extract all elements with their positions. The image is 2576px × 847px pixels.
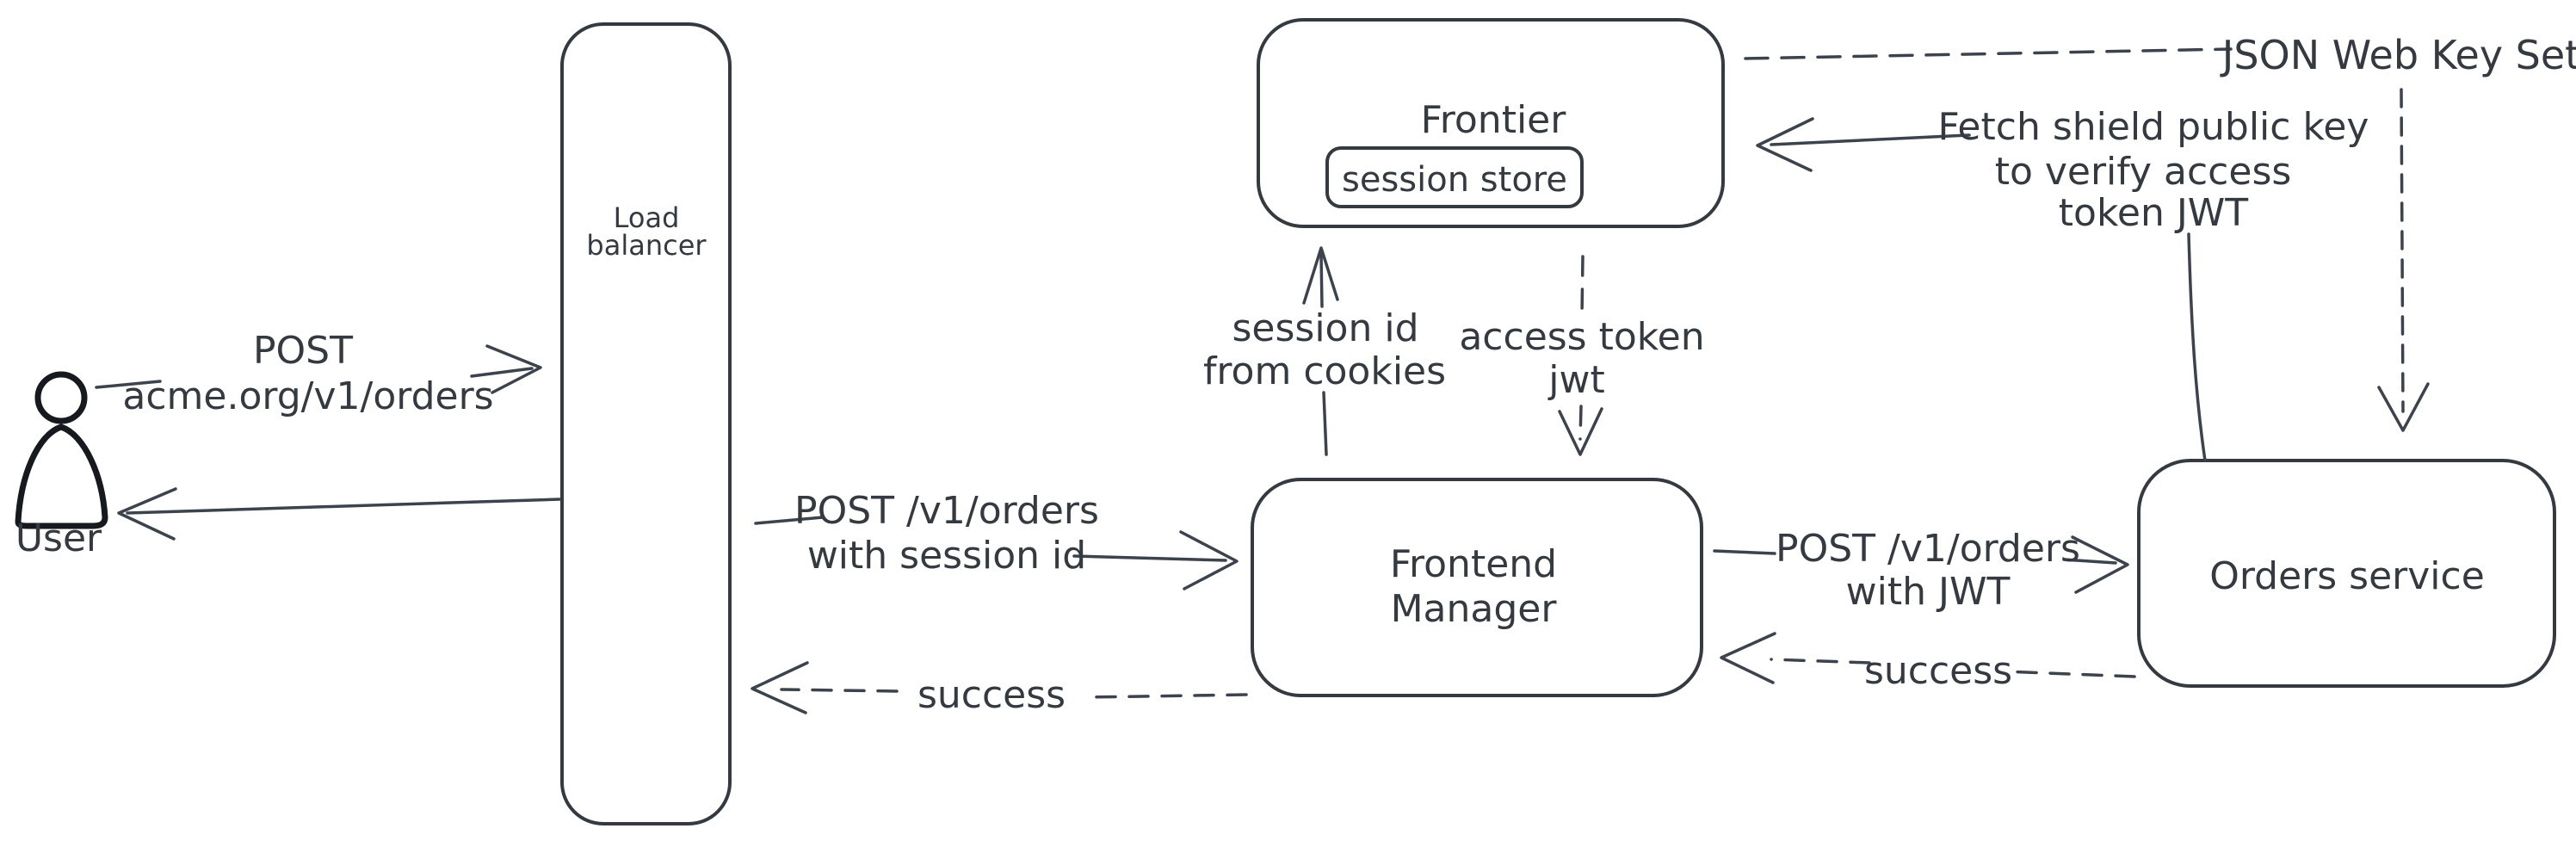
edge-frontier-to-fm-label-line2: jwt — [1547, 358, 1604, 402]
edge-orders-to-frontier-label-line2: to verify access — [1995, 150, 2292, 194]
orders-service-label: Orders service — [2209, 554, 2485, 598]
edge-fm-to-lb-dash-right — [1084, 693, 1248, 699]
edge-fm-to-orders-label-line1: POST /v1/orders — [1776, 527, 2080, 571]
orders-service-box[interactable] — [2137, 459, 2556, 688]
node-frontend-manager[interactable]: Frontend Manager — [1251, 478, 1703, 697]
edge-frontier-to-frontend-manager[interactable]: access token jwt — [1459, 255, 1705, 456]
edge-frontend-manager-to-frontier[interactable]: session id from cookies — [1203, 246, 1446, 456]
frontend-manager-box[interactable] — [1251, 478, 1703, 697]
edge-orders-to-fm-dash-left — [1770, 658, 1871, 665]
node-frontier[interactable]: Frontier session store — [1257, 18, 1725, 228]
user-actor[interactable]: User — [15, 371, 108, 560]
edge-fm-to-frontier-upper-line — [1319, 253, 1324, 308]
edge-fm-to-orders-line — [2062, 558, 2117, 565]
edge-user-to-load-balancer[interactable]: POST acme.org/v1/orders — [95, 329, 542, 418]
user-body-icon — [15, 424, 108, 529]
edge-fm-to-lb-success-label: success — [917, 673, 1066, 717]
edge-fm-to-frontier-arrowhead-icon — [1302, 246, 1339, 305]
edge-fm-to-lb-arrowhead-icon — [751, 661, 809, 714]
edge-fm-to-orders-arrowhead-icon — [2071, 535, 2129, 594]
edge-frontier-to-jwks[interactable]: JSON Web Key Set — [1744, 32, 2576, 78]
edge-lb-to-user-line — [126, 498, 561, 515]
edge-frontend-manager-to-load-balancer-success[interactable]: success — [751, 661, 1248, 717]
edge-orders-to-frontier-curve — [2187, 232, 2207, 462]
edge-jwks-to-orders-arrowhead-icon — [2377, 382, 2430, 432]
session-store-box[interactable] — [1325, 146, 1584, 208]
edge-fm-to-frontier-lower-line — [1322, 391, 1328, 456]
frontend-manager-label-line2: Manager — [1391, 587, 1558, 631]
edge-frontier-to-fm-arrowhead-icon — [1558, 407, 1603, 456]
frontend-manager-label-line1: Frontend — [1390, 542, 1557, 586]
edge-jwks-to-orders-dash — [2400, 88, 2405, 413]
edge-jwks-to-orders-service[interactable] — [2377, 88, 2430, 432]
edge-orders-to-fm-dash-right — [2004, 670, 2136, 678]
edge-orders-to-fm-arrowhead-icon — [1720, 632, 1776, 684]
edge-fm-to-frontier-label-line2: from cookies — [1203, 349, 1446, 393]
edge-lb-to-fm-line — [1072, 554, 1227, 562]
frontier-label: Frontier — [1421, 98, 1567, 142]
edge-lb-to-fm-tail — [754, 516, 825, 525]
edge-orders-to-frontier-label-line3: token JWT — [2059, 191, 2249, 235]
edge-user-to-lb-arrowhead-icon — [485, 344, 542, 394]
edge-fm-to-lb-dash-left — [780, 688, 899, 693]
user-head-icon — [34, 371, 88, 424]
session-store-label: session store — [1342, 160, 1567, 200]
edge-frontier-to-fm-label-line1: access token — [1459, 315, 1704, 359]
load-balancer-box[interactable] — [560, 22, 732, 825]
edge-lb-to-user-arrowhead-icon — [117, 487, 177, 541]
edge-orders-to-frontier-arrowhead-icon — [1756, 117, 1814, 172]
user-label: User — [15, 516, 102, 560]
load-balancer-label-line1: Load — [614, 201, 680, 234]
edge-frontier-to-jwks-dash — [1744, 47, 2233, 60]
edge-orders-to-fm-success-label: success — [1864, 649, 2012, 693]
load-balancer-label-line2: balancer — [586, 229, 707, 262]
jwks-label: JSON Web Key Set — [2220, 32, 2576, 78]
edge-fm-to-frontier-label-line1: session id — [1232, 306, 1418, 350]
edge-orders-to-frontier-line — [1770, 133, 1971, 146]
edge-load-balancer-to-frontend-manager[interactable]: POST /v1/orders with session id — [754, 489, 1239, 590]
edge-load-balancer-to-user[interactable] — [117, 487, 561, 541]
edge-orders-to-frontier-label-line1: Fetch shield public key — [1938, 105, 2369, 149]
edge-user-to-lb-tail — [95, 380, 162, 389]
edge-frontend-manager-to-orders-service[interactable]: POST /v1/orders with JWT — [1713, 527, 2129, 614]
node-orders-service[interactable]: Orders service — [2137, 459, 2556, 688]
node-load-balancer[interactable]: Load balancer — [560, 22, 732, 825]
edge-frontier-to-fm-lower-dash — [1578, 405, 1583, 441]
edge-frontier-to-fm-upper-dash — [1580, 255, 1585, 318]
edge-orders-service-to-frontend-manager-success[interactable]: success — [1720, 632, 2136, 693]
edge-lb-to-fm-label-line1: POST /v1/orders — [794, 489, 1099, 533]
edge-user-to-lb-line — [470, 367, 534, 378]
edge-lb-to-fm-label-line2: with session id — [807, 534, 1086, 578]
edge-fm-to-orders-label-line2: with JWT — [1846, 570, 2011, 614]
edge-fm-to-orders-tail — [1713, 549, 1776, 555]
edge-orders-service-to-frontier[interactable]: Fetch shield public key to verify access… — [1756, 105, 2369, 462]
edge-user-to-lb-label-line1: POST — [253, 329, 353, 373]
edge-user-to-lb-label-line2: acme.org/v1/orders — [122, 374, 493, 418]
edge-lb-to-fm-arrowhead-icon — [1179, 530, 1239, 590]
